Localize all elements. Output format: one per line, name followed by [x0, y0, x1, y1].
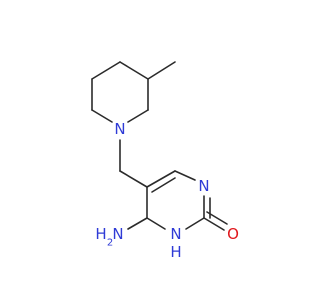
atom-amino-n: N [112, 225, 123, 243]
bond-methyl [147, 61, 176, 80]
bond-n3-c4 [146, 217, 166, 230]
bond-pip-n-c6 [91, 109, 113, 123]
atom-nh-pyrimidine-1: N [170, 225, 181, 243]
bond-c4-nh2 [127, 217, 148, 230]
bonds [91, 61, 228, 231]
atom-carbonyl-o: O [227, 225, 239, 243]
bond-c5-c6-double [151, 177, 176, 193]
atom-amino-h: H [95, 225, 106, 243]
bond-pip-c5-c4 [91, 61, 121, 80]
bond-c6-n1 [174, 170, 196, 181]
bond-ch2-c5 [119, 170, 148, 188]
molecule-structure: N N N H O H N 2 [91, 61, 239, 261]
atom-nh-pyrimidine-1-h: H [170, 243, 181, 261]
bond-pip-c2-n [127, 109, 149, 123]
bond-c5-c6 [146, 170, 176, 188]
bond-c2-o [203, 217, 225, 231]
bond-c2-o-double [206, 211, 228, 225]
atom-labels: N N N H O H N 2 [95, 120, 239, 261]
atom-n-piperidine: N [114, 120, 125, 138]
atom-amino-subscript: 2 [107, 238, 113, 249]
bond-pip-c4-c3 [119, 61, 149, 80]
bond-c2-n3 [185, 217, 205, 230]
atom-n-pyrimidine-3: N [198, 177, 209, 195]
